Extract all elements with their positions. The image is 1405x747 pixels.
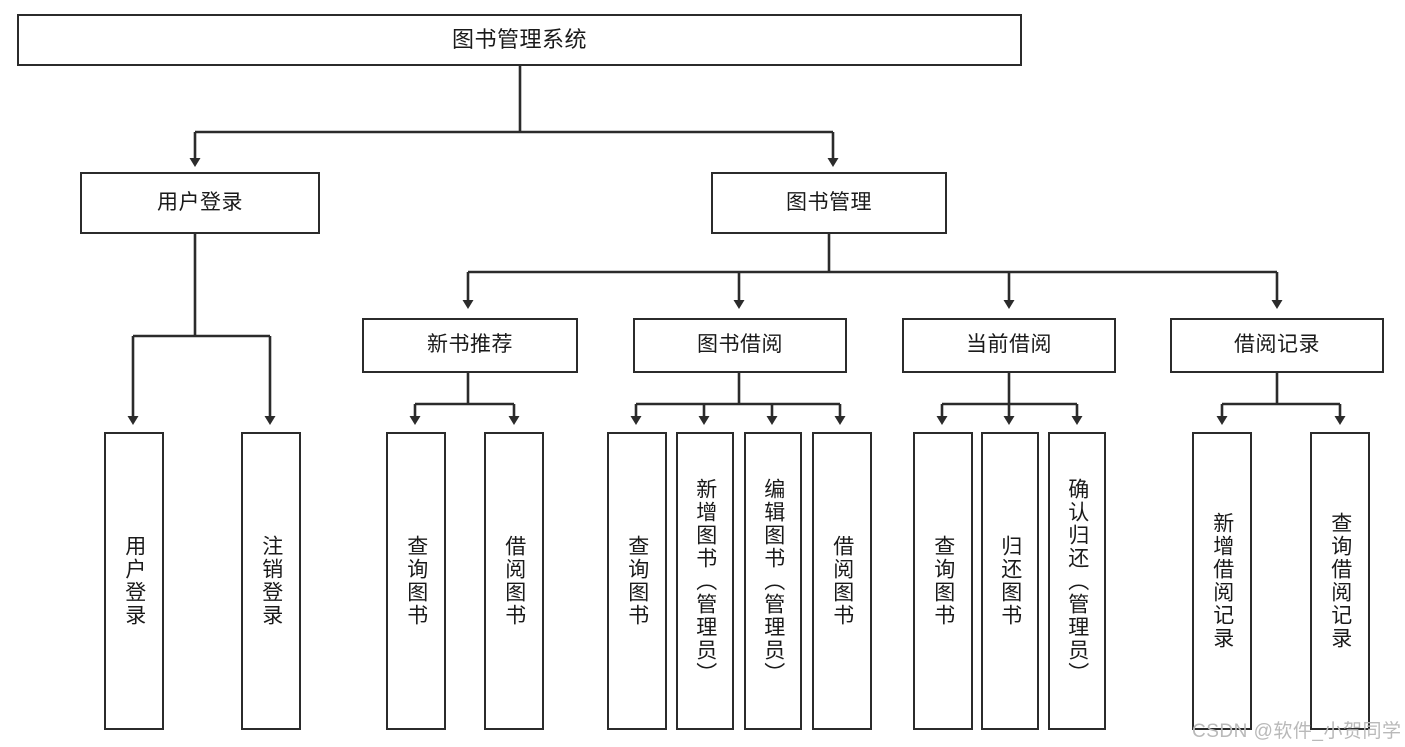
leaf-confirm-return-admin[interactable]: 确认归还（管理员） [1048,432,1106,730]
node-book-management[interactable]: 图书管理 [711,172,947,234]
leaf-user-login[interactable]: 用户登录 [104,432,164,730]
leaf-query-books-borrow-label: 查询图书 [625,535,649,627]
node-borrow-records-label: 借阅记录 [1234,333,1320,357]
leaf-add-book-admin-label: 新增图书（管理员） [693,477,717,685]
leaf-edit-book-admin[interactable]: 编辑图书（管理员） [744,432,802,730]
leaf-add-borrow-record-label: 新增借阅记录 [1210,512,1234,650]
leaf-query-borrow-record-label: 查询借阅记录 [1328,512,1352,650]
leaf-borrow-books-borrow[interactable]: 借阅图书 [812,432,872,730]
leaf-query-books-recommend[interactable]: 查询图书 [386,432,446,730]
leaf-return-books[interactable]: 归还图书 [981,432,1039,730]
node-root-label: 图书管理系统 [451,26,587,52]
node-new-book-recommend-label: 新书推荐 [427,333,513,357]
node-current-borrow[interactable]: 当前借阅 [902,318,1116,373]
node-root[interactable]: 图书管理系统 [17,14,1022,66]
node-user-login-label: 用户登录 [157,190,243,214]
leaf-borrow-books-recommend[interactable]: 借阅图书 [484,432,544,730]
node-user-login[interactable]: 用户登录 [80,172,320,234]
leaf-query-books-current-label: 查询图书 [931,535,955,627]
node-book-borrow-label: 图书借阅 [697,333,783,357]
node-current-borrow-label: 当前借阅 [966,333,1052,357]
watermark-text: CSDN @软件_小贺同学 [1192,721,1402,742]
leaf-query-borrow-record[interactable]: 查询借阅记录 [1310,432,1370,730]
leaf-add-borrow-record[interactable]: 新增借阅记录 [1192,432,1252,730]
leaf-borrow-books-recommend-label: 借阅图书 [502,535,526,627]
node-borrow-records[interactable]: 借阅记录 [1170,318,1384,373]
leaf-logout-label: 注销登录 [259,535,283,627]
node-book-management-label: 图书管理 [786,190,872,214]
leaf-confirm-return-admin-label: 确认归还（管理员） [1065,477,1089,685]
leaf-edit-book-admin-label: 编辑图书（管理员） [761,477,785,685]
leaf-query-books-current[interactable]: 查询图书 [913,432,973,730]
leaf-query-books-recommend-label: 查询图书 [404,535,428,627]
leaf-return-books-label: 归还图书 [998,535,1022,627]
node-new-book-recommend[interactable]: 新书推荐 [362,318,578,373]
leaf-add-book-admin[interactable]: 新增图书（管理员） [676,432,734,730]
leaf-borrow-books-borrow-label: 借阅图书 [830,535,854,627]
leaf-logout[interactable]: 注销登录 [241,432,301,730]
node-book-borrow[interactable]: 图书借阅 [633,318,847,373]
leaf-user-login-label: 用户登录 [122,535,146,627]
leaf-query-books-borrow[interactable]: 查询图书 [607,432,667,730]
